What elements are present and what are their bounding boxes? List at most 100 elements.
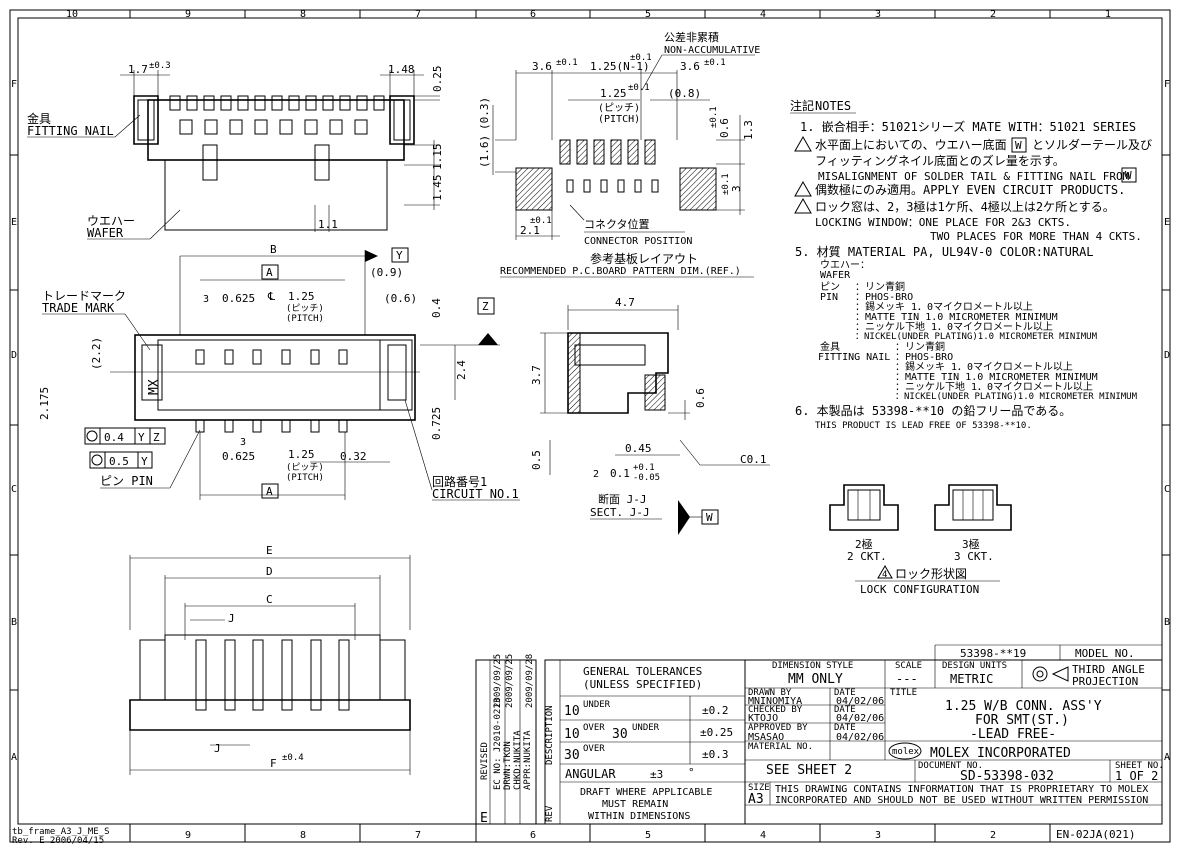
dim-A-top: A	[266, 266, 273, 279]
col-8-bottom: 8	[300, 830, 306, 841]
dim-1.25-top: 1.25	[288, 290, 315, 303]
col-7-bottom: 7	[415, 830, 421, 841]
angular-unit: °	[688, 766, 695, 779]
dim-0.4: 0.4	[430, 298, 443, 318]
lock-title-jp: ロック形状図	[895, 567, 967, 581]
col-10: 10	[66, 9, 78, 20]
model-no-label: MODEL NO.	[1075, 647, 1135, 660]
wafer-jp: ウエハー：	[820, 259, 870, 271]
col-6: 6	[530, 9, 536, 20]
note-6-en: THIS PRODUCT IS LEAD FREE OF 53398-**10.	[815, 421, 1032, 431]
nail-line-1: ：リン青銅	[895, 340, 945, 353]
note-2-jp-a: 水平面上においての、ウエハー底面	[815, 137, 1007, 152]
note-4-en-a: LOCKING WINDOW：ONE PLACE FOR 2&3 CKTS.	[815, 216, 1071, 229]
dim-1.7: 1.7	[128, 63, 148, 76]
col-9: 9	[185, 9, 191, 20]
dim-0.6: 0.6	[718, 118, 731, 138]
size: A3	[748, 792, 764, 807]
dim-1.45: 1.45	[431, 175, 444, 202]
pitch-jp-bottom: (ピッチ)	[286, 462, 324, 473]
dim-J-bottom: J	[214, 742, 221, 755]
col-9-bottom: 9	[185, 830, 191, 841]
col-5-bottom: 5	[645, 830, 651, 841]
pin-en: PIN	[820, 292, 838, 303]
drawn-by-label: DRAWN BY	[748, 688, 792, 698]
checked-date-label: DATE	[834, 705, 856, 715]
note-2-jp-b: とソルダーテール及び	[1032, 137, 1152, 152]
dim-1.25n: 1.25(N-1)	[590, 60, 650, 73]
dim-3: 3	[730, 185, 743, 192]
chamfer: C0.1	[740, 453, 767, 466]
col-2-bottom: 2	[990, 830, 996, 841]
sheet-no: 1 OF 2	[1115, 769, 1158, 783]
dim-1.25n-tol: ±0.1	[630, 53, 652, 63]
pin-label: ピン PIN	[100, 474, 153, 488]
pitch-jp: (ピッチ)	[598, 102, 640, 114]
trade-mark-jp: トレードマーク	[42, 289, 126, 303]
col-8: 8	[300, 9, 306, 20]
dim-0.625-top: 0.625	[222, 292, 255, 305]
wafer-en: WAFER	[820, 270, 851, 281]
bottom-view: E D C J J F ±0.4	[129, 544, 411, 775]
sheet-no-label: SHEET NO.	[1115, 761, 1164, 771]
rev-date-1: 2009/09/25	[493, 654, 503, 708]
lock-title-en: LOCK CONFIGURATION	[860, 583, 979, 596]
dim-0.1-tol-dn: -0.05	[633, 473, 660, 483]
dim-B: B	[270, 243, 277, 256]
dim-style: MM ONLY	[788, 672, 843, 687]
angular-value: ±3	[650, 768, 663, 781]
appr: APPR:NUKITA	[523, 730, 533, 790]
document-no: SD-53398-032	[960, 769, 1054, 784]
dim-0.1: 0.1	[610, 467, 630, 480]
centerline: ℄	[267, 290, 275, 303]
note-4-en-b: TWO PLACES FOR MORE THAN 4 CKTS.	[930, 230, 1142, 243]
row-C-right: C	[1164, 484, 1170, 495]
dim-1.1: 1.1	[318, 218, 338, 231]
lock-3ckt-jp: 3極	[962, 537, 980, 551]
pin-line-6: ：NICKEL(UNDER PLATING)1.0 MICROMETER MIN…	[855, 332, 1098, 342]
projection-2: PROJECTION	[1072, 675, 1138, 688]
note-5: 5. 材質 MATERIAL PA, UL94V-0 COLOR:NATURAL	[795, 244, 1094, 259]
material-no: SEE SHEET 2	[766, 763, 852, 778]
label-non-accum-jp: 公差非累積	[664, 30, 719, 44]
description-label: DESCRIPTION	[545, 705, 555, 765]
angular: ANGULAR	[565, 767, 616, 781]
gdt-1-tol: 0.4	[104, 431, 124, 444]
tol-row1-value: ±0.2	[702, 704, 729, 717]
col-3: 3	[875, 9, 881, 20]
rev-label: REV	[545, 805, 555, 822]
section-view: 4.7 3.7 0.6 0.45 0.5 2 0.1 +0.1 -0.05 C0…	[530, 296, 770, 535]
circuit-no-jp: 回路番号1	[432, 474, 487, 489]
proprietary-2: INCORPORATED AND SHOULD NOT BE USED WITH…	[775, 795, 1148, 806]
top-view: 1.7 ±0.3 1.48 0.25 1.15 1.45 1.1 金具 FITT…	[27, 61, 444, 240]
row-D: D	[11, 350, 17, 361]
dim-2.1-tol: ±0.1	[530, 216, 552, 226]
col-1: 1	[1105, 9, 1111, 20]
approved-date: 04/02/06	[836, 732, 884, 743]
dim-2.1: 2.1	[520, 224, 540, 237]
label-wafer-en: WAFER	[87, 226, 124, 240]
chkd: CHKD:NUKITA	[513, 730, 523, 790]
dim-2.2: (2.2)	[90, 337, 103, 370]
dim-0.3: (0.3)	[478, 97, 491, 130]
title-block: 2009/09/25 2009/09/25 2009/09/28 REVISED…	[475, 644, 1164, 826]
tol-row2-a: 10	[564, 727, 580, 742]
col-4: 4	[760, 9, 766, 20]
rev-letter: E	[480, 811, 488, 826]
tol-row2-value: ±0.25	[700, 726, 733, 739]
notes: 注記 NOTES 1. 嵌合相手：51021シリーズ MATE WITH：510…	[790, 98, 1152, 431]
form-code: EN-02JA(021)	[1056, 828, 1135, 841]
rev-date-2: 2009/09/25	[505, 654, 515, 708]
dim-F-tol: ±0.4	[282, 753, 304, 763]
connector-position-en: CONNECTOR POSITION	[584, 236, 692, 247]
revised: REVISED	[480, 742, 490, 780]
drawing-title-2: FOR SMT(ST.)	[975, 713, 1069, 728]
pitch-en-top: (PITCH)	[286, 314, 324, 324]
scale: ---	[896, 672, 918, 686]
dim-2.175: 2.175	[38, 387, 51, 420]
approved-date-label: DATE	[834, 723, 856, 733]
tol-row1-a: 10	[564, 704, 580, 719]
dim-1.25: 1.25	[600, 87, 627, 100]
row-C: C	[11, 484, 17, 495]
